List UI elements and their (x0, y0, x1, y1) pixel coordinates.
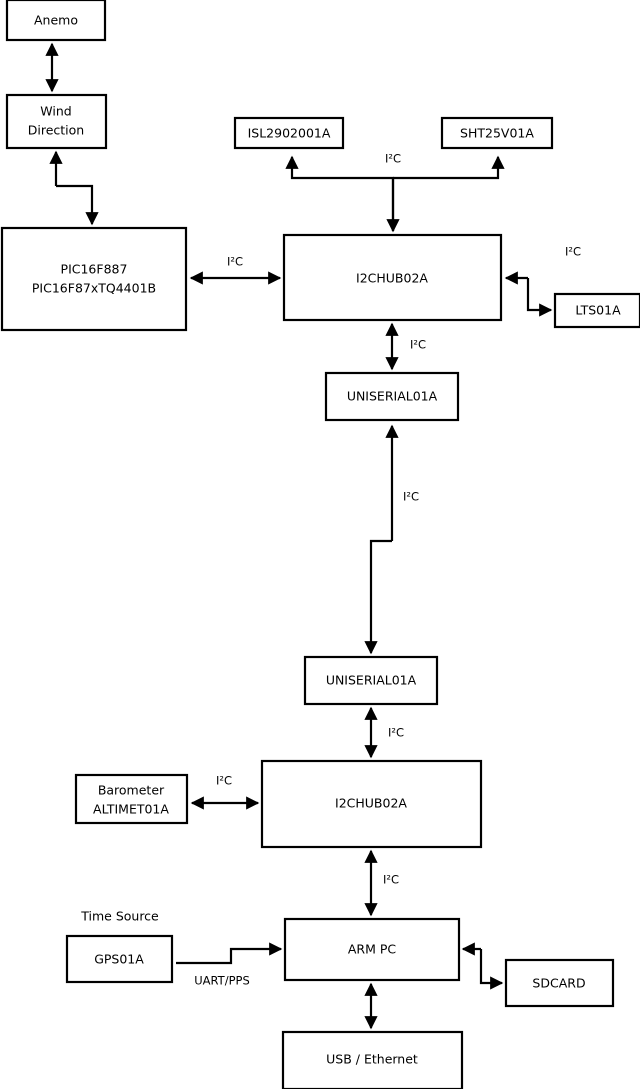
node-sht25v01a[interactable]: SHT25V01A (440, 116, 554, 150)
node-label-uniserial01a-top: UNISERIAL01A (347, 389, 438, 404)
edge-uniserialbot-hubbot: I²C (364, 706, 404, 759)
node-uniserial01a-bottom[interactable]: UNISERIAL01A (303, 655, 439, 706)
node-gps01a[interactable]: GPS01A (65, 934, 174, 984)
edge-uniserialtop-uniserialbot: I²C (364, 424, 419, 655)
node-label-pic-mcu-line1: PIC16F887 (61, 262, 128, 277)
edge-hubtop-uniserialtop: I²C (385, 322, 426, 371)
node-rect-barometer[interactable] (74, 773, 189, 825)
node-label-arm-pc: ARM PC (348, 942, 397, 957)
edge-line-wind-to-pic (56, 184, 99, 226)
node-label-pic-mcu-line2: PIC16F87xTQ4401B (32, 281, 156, 296)
node-rect-uniserial01a-bottom[interactable] (303, 655, 439, 706)
node-isl2902001a[interactable]: ISL2902001A (233, 116, 345, 150)
edge-hubtop-lts: I²C (504, 245, 581, 317)
node-rect-gps01a[interactable] (65, 934, 174, 984)
node-rect-lts01a[interactable] (553, 292, 640, 329)
edge-line-hubtop-isl (285, 155, 395, 231)
edge-line-down-to-uniserialbot (364, 539, 392, 655)
edge-label-barometer-hubbot: I²C (216, 774, 232, 788)
node-wind-direction[interactable]: Wind Direction (5, 93, 108, 150)
edge-line-hubtop-to-lts (526, 278, 553, 317)
node-label-uniserial01a-bottom: UNISERIAL01A (326, 673, 417, 688)
node-label-i2chub02a-top: I2CHUB02A (356, 271, 428, 286)
node-label-sht25v01a: SHT25V01A (460, 126, 534, 141)
node-label-anemo: Anemo (34, 13, 78, 28)
edge-hubbot-armpc: I²C (364, 849, 399, 917)
node-label-lts01a: LTS01A (575, 303, 621, 318)
edge-label-hubtop-uniserialtop: I²C (410, 338, 426, 352)
edge-hubtop-sensors: I²C (285, 152, 505, 233)
annotation-time-source: Time Source (80, 909, 159, 924)
edge-barometer-hubbot: I²C (190, 774, 260, 810)
node-rect-isl2902001a[interactable] (233, 116, 345, 150)
edge-pic-hubtop: I²C (189, 255, 282, 285)
node-label-barometer-line1: Barometer (98, 783, 165, 798)
edge-label-uniserialbot-hubbot: I²C (388, 726, 404, 740)
node-pic-mcu[interactable]: PIC16F887 PIC16F87xTQ4401B (0, 226, 188, 332)
node-label-sdcard: SDCARD (532, 976, 585, 991)
node-label-barometer-line2: ALTIMET01A (93, 802, 169, 817)
node-uniserial01a-top[interactable]: UNISERIAL01A (324, 371, 460, 422)
edge-label-hubtop-lts: I²C (565, 245, 581, 259)
edge-line-armpc-to-sdcard (479, 949, 504, 990)
edge-armpc-sdcard (461, 942, 504, 990)
node-label-isl2902001a: ISL2902001A (248, 126, 331, 141)
node-rect-wind-direction[interactable] (5, 93, 108, 150)
edge-gps-armpc: UART/PPS (176, 942, 283, 988)
node-anemo[interactable]: Anemo (5, 0, 107, 42)
node-label-gps01a: GPS01A (94, 952, 144, 967)
node-rect-uniserial01a-top[interactable] (324, 371, 460, 422)
node-rect-i2chub02a-bottom[interactable] (260, 759, 483, 849)
node-rect-usb-ethernet[interactable] (281, 1030, 464, 1089)
node-lts01a[interactable]: LTS01A (553, 292, 640, 329)
node-rect-pic-mcu[interactable] (0, 226, 188, 332)
node-rect-sdcard[interactable] (504, 958, 615, 1008)
edge-label-hubtop-sensors: I²C (385, 152, 401, 166)
node-rect-sht25v01a[interactable] (440, 116, 554, 150)
edge-line-gps-armpc (176, 942, 283, 965)
node-i2chub02a-top[interactable]: I2CHUB02A (282, 233, 503, 322)
edge-wind-pic (49, 150, 99, 226)
node-label-usb-ethernet: USB / Ethernet (326, 1052, 418, 1067)
edge-line-hubtop-sht (393, 155, 505, 180)
node-usb-ethernet[interactable]: USB / Ethernet (281, 1030, 464, 1089)
node-i2chub02a-bottom[interactable]: I2CHUB02A (260, 759, 483, 849)
node-label-wind-direction-line2: Direction (28, 123, 84, 138)
edge-label-hubbot-armpc: I²C (383, 873, 399, 887)
node-arm-pc[interactable]: ARM PC (283, 917, 461, 982)
node-sdcard[interactable]: SDCARD (504, 958, 615, 1008)
node-rect-arm-pc[interactable] (283, 917, 461, 982)
node-rect-i2chub02a-top[interactable] (282, 233, 503, 322)
node-barometer[interactable]: Barometer ALTIMET01A (74, 773, 189, 825)
edge-label-gps-armpc: UART/PPS (194, 974, 250, 988)
node-label-wind-direction-line1: Wind (40, 104, 71, 119)
edge-label-uniserial-link: I²C (403, 490, 419, 504)
node-rect-anemo[interactable] (5, 0, 107, 42)
node-label-i2chub02a-bottom: I2CHUB02A (335, 796, 407, 811)
edge-label-pic-hubtop: I²C (227, 255, 243, 269)
